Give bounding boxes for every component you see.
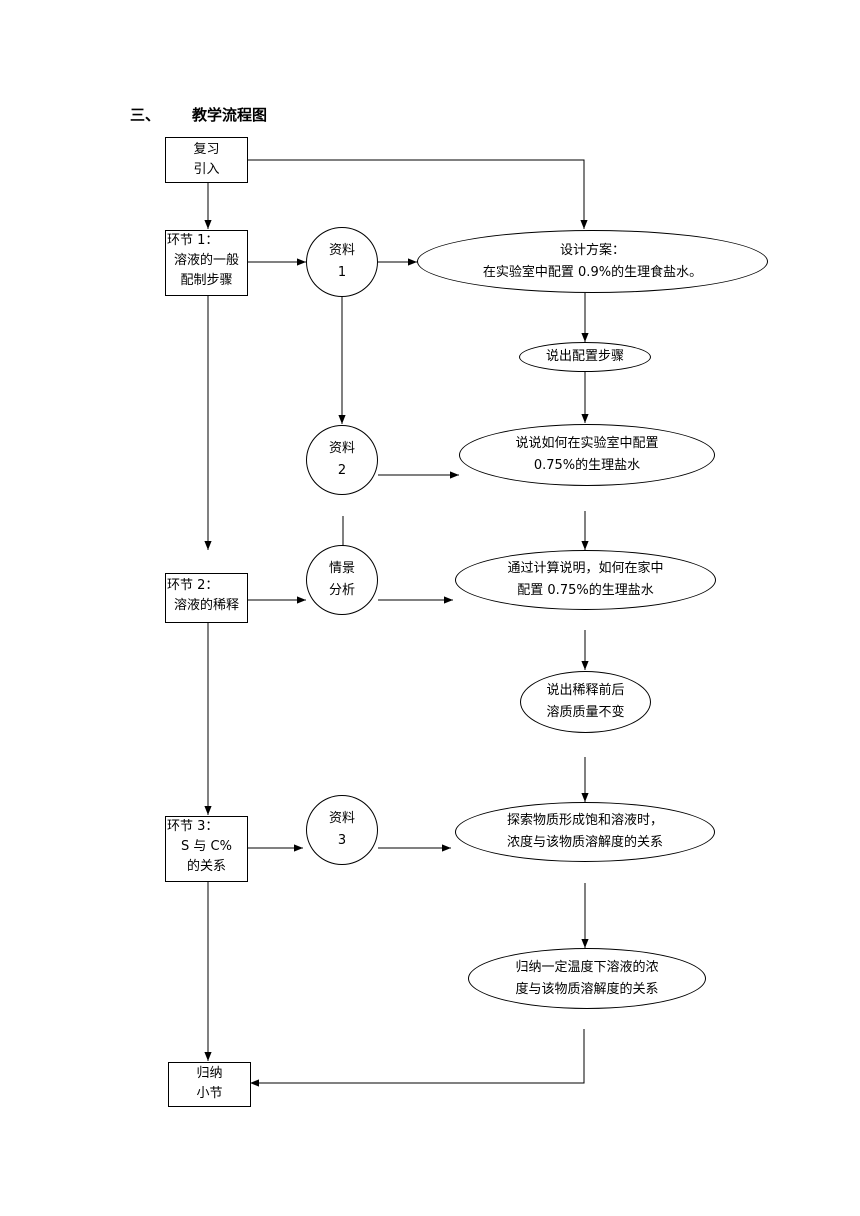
design-ellipse: 设计方案： 在实验室中配置 0.9%的生理食盐水。 <box>417 230 768 293</box>
material1-line2: 1 <box>337 265 347 280</box>
section-heading: 三、 教学流程图 <box>130 104 267 125</box>
stage1-line2: 溶液的一般 <box>173 253 239 268</box>
review-line2: 引入 <box>193 162 220 177</box>
material2-line2: 2 <box>337 463 347 478</box>
summary-box: 归纳 小节 <box>168 1062 251 1107</box>
steps-line1: 说出配置步骤 <box>545 349 624 364</box>
conclude-line2: 度与该物质溶解度的关系 <box>515 981 659 997</box>
scenario-circle: 情景 分析 <box>306 545 378 615</box>
scenario-line1: 情景 <box>328 561 355 576</box>
lab075-line2: 0.75%的生理盐水 <box>533 458 641 473</box>
home075-line2: 配置 0.75%的生理盐水 <box>517 583 654 598</box>
steps-ellipse: 说出配置步骤 <box>519 342 651 372</box>
material1-line1: 资料 <box>328 243 355 258</box>
stage3-line1: 环节 3： <box>167 819 219 834</box>
home075-ellipse: 通过计算说明，如何在家中 配置 0.75%的生理盐水 <box>455 550 716 610</box>
dilution-line1: 说出稀释前后 <box>546 683 625 698</box>
summary-line2: 小节 <box>196 1086 223 1101</box>
dilution-ellipse: 说出稀释前后 溶质质量不变 <box>520 671 651 733</box>
material3-line2: 3 <box>337 833 347 848</box>
stage3-line3: 的关系 <box>186 859 226 874</box>
stage1-line3: 配制步骤 <box>180 273 233 288</box>
material3-line1: 资料 <box>328 811 355 826</box>
review-line1: 复习 <box>193 142 220 157</box>
stage1-line1: 环节 1： <box>167 233 219 248</box>
stage2-line2: 溶液的稀释 <box>173 598 239 613</box>
saturate-line2: 浓度与该物质溶解度的关系 <box>506 835 663 850</box>
conclude-ellipse: 归纳一定温度下溶液的浓 度与该物质溶解度的关系 <box>468 948 706 1009</box>
conclude-line1: 归纳一定温度下溶液的浓 <box>515 959 659 975</box>
stage1-box: 环节 1： 溶液的一般 配制步骤 <box>165 230 248 296</box>
review-box: 复习 引入 <box>165 137 248 183</box>
saturate-ellipse: 探索物质形成饱和溶液时， 浓度与该物质溶解度的关系 <box>455 802 715 862</box>
section-title: 教学流程图 <box>192 106 268 124</box>
material3-circle: 资料 3 <box>306 795 378 865</box>
summary-line1: 归纳 <box>196 1066 223 1081</box>
stage2-line1: 环节 2： <box>167 578 219 593</box>
dilution-line2: 溶质质量不变 <box>546 705 625 720</box>
arrow-review-to-design <box>247 159 588 229</box>
material2-line1: 资料 <box>328 441 355 456</box>
scenario-line2: 分析 <box>328 583 355 598</box>
saturate-line1: 探索物质形成饱和溶液时， <box>506 813 663 828</box>
lab075-ellipse: 说说如何在实验室中配置 0.75%的生理盐水 <box>459 424 715 486</box>
material2-circle: 资料 2 <box>306 425 378 495</box>
design-line2: 在实验室中配置 0.9%的生理食盐水。 <box>482 264 703 280</box>
material1-circle: 资料 1 <box>306 227 378 297</box>
section-number: 三、 <box>130 106 161 124</box>
lab075-line1: 说说如何在实验室中配置 <box>515 436 659 451</box>
stage2-box: 环节 2： 溶液的稀释 <box>165 573 248 623</box>
home075-line1: 通过计算说明，如何在家中 <box>507 561 664 576</box>
stage3-line2: S 与 C% <box>181 839 232 854</box>
stage3-box: 环节 3： S 与 C% 的关系 <box>165 816 248 882</box>
design-line1: 设计方案： <box>559 242 625 258</box>
arrow-conclude-to-summary <box>250 1029 585 1087</box>
